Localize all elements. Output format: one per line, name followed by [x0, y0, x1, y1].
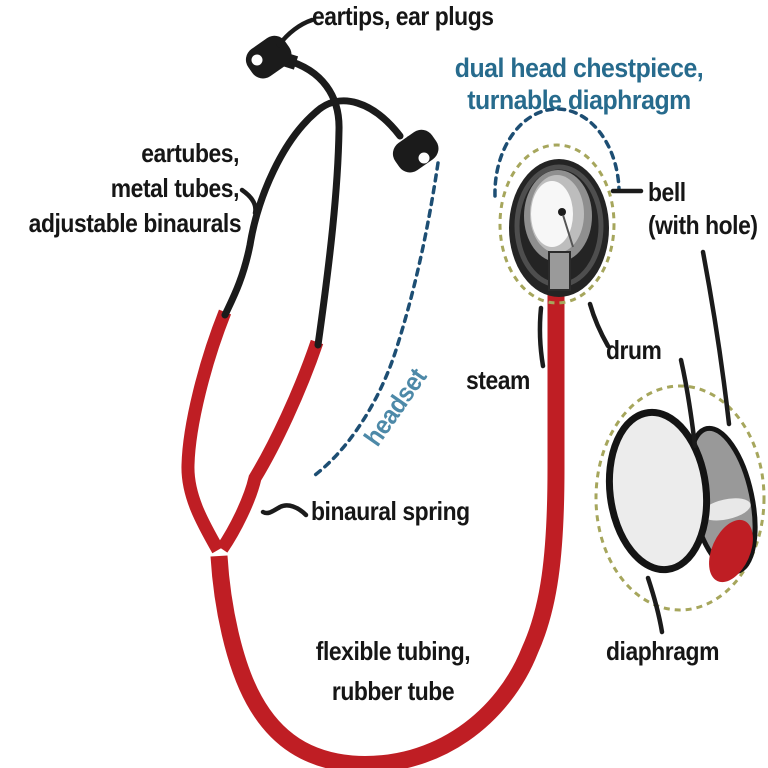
label-drum: drum [606, 335, 662, 365]
eartip-left-icon [245, 35, 299, 79]
chestpiece-detail-view [594, 384, 766, 612]
label-diaphragm: diaphragm [606, 636, 720, 666]
diaphragm-side [605, 408, 711, 574]
stem-neck [548, 251, 571, 291]
leader-drum [587, 301, 611, 349]
chestpiece [493, 107, 621, 305]
diaphragm-face [531, 181, 573, 247]
label-chestpiece-line1: dual head chestpiece, [454, 53, 704, 83]
leader-eartubes [239, 187, 258, 216]
label-flexible-line2: rubber tube [331, 676, 455, 706]
label-eartips: eartips, ear plugs [312, 1, 494, 31]
label-eartubes: eartubes, metal tubes, adjustable binaur… [28, 136, 242, 241]
leader-binaural-spring [260, 503, 309, 518]
label-flexible-tubing: flexible tubing, rubber tube [309, 631, 476, 711]
label-chestpiece: dual head chestpiece, turnable diaphragm [447, 52, 710, 116]
tube-connector [709, 519, 753, 583]
label-eartubes-line3: adjustable binaurals [28, 208, 242, 238]
label-eartubes-line2: metal tubes, [110, 173, 240, 203]
leader-diaphragm [645, 575, 665, 635]
eartube-right [221, 97, 404, 319]
flexible-tubing [181, 292, 565, 768]
label-bell-line1: bell [648, 177, 686, 207]
eartube-left [282, 56, 343, 349]
label-chestpiece-line2: turnable diaphragm [467, 85, 691, 115]
label-bell-line2: (with hole) [648, 210, 758, 240]
label-bell: bell (with hole) [648, 176, 758, 242]
bell-hole [558, 208, 566, 216]
leader-eartips [276, 17, 315, 48]
leader-bell-detail [700, 249, 732, 427]
label-eartubes-line1: eartubes, [141, 138, 239, 168]
eartip-right-icon [392, 129, 439, 173]
leader-lines [239, 17, 732, 635]
leader-steam [537, 305, 546, 369]
label-binaural-spring: binaural spring [311, 496, 470, 526]
label-steam: steam [466, 365, 530, 395]
leader-drum-detail [678, 357, 698, 449]
label-flexible-line1: flexible tubing, [315, 636, 471, 666]
headset-dashed-arc [313, 161, 440, 477]
